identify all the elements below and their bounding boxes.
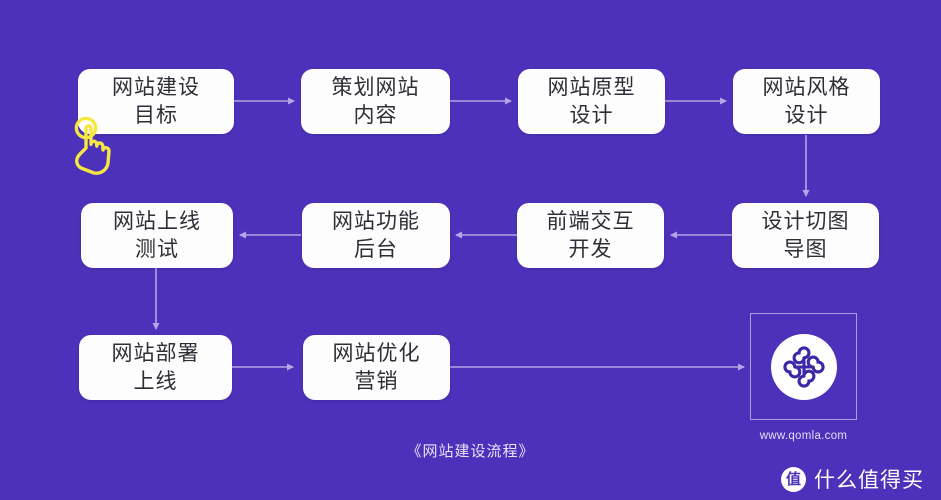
flow-node-slice-export[interactable]: 设计切图 导图 bbox=[732, 203, 879, 268]
flow-node-line: 营销 bbox=[354, 369, 399, 393]
flow-node-line: 开发 bbox=[568, 237, 613, 261]
diagram-caption: 《网站建设流程》 bbox=[406, 443, 535, 460]
flow-node-line: 网站原型 bbox=[547, 75, 636, 99]
flow-node-line: 网站风格 bbox=[762, 75, 851, 99]
watermark-label: 什么值得买 bbox=[814, 469, 924, 492]
flow-node-prototype-design[interactable]: 网站原型 设计 bbox=[518, 69, 665, 134]
flow-node-optimize-marketing[interactable]: 网站优化 营销 bbox=[303, 335, 450, 400]
brand-logo-panel[interactable] bbox=[750, 313, 857, 420]
flow-node-line: 前端交互 bbox=[546, 209, 635, 233]
flow-node-line: 网站部署 bbox=[111, 341, 200, 365]
flow-node-plan-content[interactable]: 策划网站 内容 bbox=[301, 69, 450, 134]
flow-node-deploy-online[interactable]: 网站部署 上线 bbox=[79, 335, 232, 400]
qomla-clover-logo-icon bbox=[782, 345, 825, 388]
flow-node-line: 网站建设 bbox=[112, 75, 200, 99]
flow-node-line: 网站上线 bbox=[113, 209, 201, 233]
flow-node-launch-testing[interactable]: 网站上线 测试 bbox=[81, 203, 233, 268]
flow-node-frontend-dev[interactable]: 前端交互 开发 bbox=[517, 203, 664, 268]
flow-node-line: 导图 bbox=[783, 237, 828, 261]
flow-node-backend-features[interactable]: 网站功能 后台 bbox=[302, 203, 450, 268]
flow-node-line: 网站优化 bbox=[332, 341, 421, 365]
flow-node-line: 设计切图 bbox=[761, 209, 850, 233]
flow-node-line: 设计 bbox=[784, 103, 829, 127]
site-watermark: 值 什么值得买 bbox=[781, 464, 924, 494]
flow-node-line: 设计 bbox=[569, 103, 614, 127]
watermark-badge-icon: 值 bbox=[781, 466, 806, 492]
brand-logo-disc bbox=[770, 333, 837, 400]
flow-node-website-goal[interactable]: 网站建设 目标 bbox=[78, 69, 234, 134]
flow-node-line: 上线 bbox=[133, 369, 178, 393]
flow-node-line: 网站功能 bbox=[332, 209, 420, 233]
brand-url: www.qomla.com bbox=[759, 430, 848, 442]
flow-node-style-design[interactable]: 网站风格 设计 bbox=[733, 69, 880, 134]
flow-node-line: 内容 bbox=[353, 103, 398, 127]
flow-node-line: 后台 bbox=[354, 237, 398, 261]
flow-node-line: 测试 bbox=[135, 237, 179, 261]
flow-node-line: 目标 bbox=[134, 103, 178, 127]
flow-node-line: 策划网站 bbox=[331, 75, 420, 99]
